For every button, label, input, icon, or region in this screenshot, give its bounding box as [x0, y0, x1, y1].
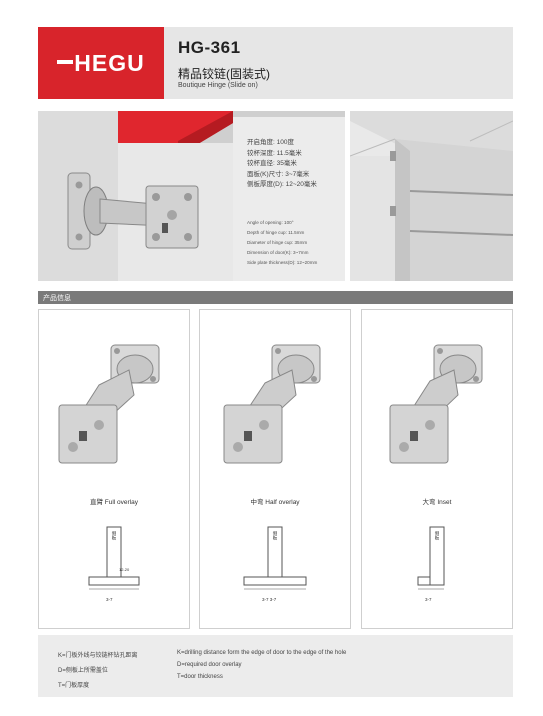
inset-diagram — [417, 526, 445, 590]
legend-k-cn: K=门板外线与铰链杯钻孔距离 — [58, 653, 138, 659]
cabinet-illustration — [350, 111, 513, 281]
product-name-en: Boutique Hinge (Slide on) — [178, 82, 258, 89]
spec-side-en: Side plate thickness(D): 12~20mm — [247, 260, 318, 265]
legend-d-cn: D=侧板上所需盖位 — [58, 668, 108, 674]
diagram-dim-k: 3-7 — [106, 597, 113, 602]
product-name-cn: 精品铰链(固装式) — [178, 67, 270, 81]
section-header-bar — [38, 291, 513, 304]
product-label-full-overlay: 直臂 Full overlay — [89, 499, 139, 506]
diagram-side-label: 侧板 — [273, 531, 278, 540]
half-overlay-hinge-image — [223, 344, 321, 464]
spec-door-cn: 面板(K)尺寸: 3~7毫米 — [247, 170, 310, 178]
logo-wordmark: HEGU — [38, 27, 164, 99]
spec-side-cn: 侧板厚度(D): 12~20毫米 — [247, 181, 317, 188]
inset-hinge-image — [389, 344, 483, 464]
product-panel-full-overlay: 直臂 Full overlay 侧板 12-20 3-7 — [38, 309, 190, 629]
specs-cn-list: 开启角度: 100度 铰杯深度: 11.5毫米 铰杯直径: 35毫米 面板(K)… — [247, 138, 317, 191]
spec-diameter-en: Diameter of hinge cup: 35mm — [247, 240, 308, 245]
section-title: 产品信息 — [43, 295, 71, 302]
product-label-inset: 大弯 Inset — [422, 499, 452, 506]
cabinet-installation-photo — [350, 111, 513, 281]
header-title-panel — [164, 27, 513, 99]
full-overlay-hinge-image — [58, 344, 160, 464]
brand-logo: HEGU — [38, 27, 164, 99]
spec-diameter-cn: 铰杯直径: 35毫米 — [247, 160, 297, 167]
diagram-side-label: 侧板 — [112, 531, 117, 540]
diagram-dim-k: 3-7 3-7 — [262, 597, 277, 602]
diagram-dim-d: 12-20 — [119, 567, 130, 572]
diagram-dim-k: 3-7 — [425, 597, 432, 602]
legend-panel — [38, 635, 513, 697]
legend-t-cn: T=门板厚度 — [58, 683, 90, 689]
half-overlay-diagram — [243, 526, 307, 590]
legend-t-en: T=door thickness — [177, 674, 223, 680]
legend-k-en: K=drilling distance form the edge of doo… — [177, 650, 347, 656]
hinge-photo-illustration — [38, 111, 345, 281]
diagram-side-label: 侧板 — [435, 531, 440, 540]
hinge-product-photo — [38, 111, 345, 281]
product-panel-half-overlay: 中弯 Half overlay 侧板 3-7 3-7 — [199, 309, 351, 629]
spec-door-en: Dimension of door(K): 3~7mm — [247, 250, 309, 255]
full-overlay-diagram — [88, 526, 140, 590]
legend-en-list: K=drilling distance form the edge of doo… — [177, 650, 346, 680]
spec-depth-cn: 铰杯深度: 11.5毫米 — [247, 149, 302, 157]
model-number: HG-361 — [178, 38, 241, 57]
specs-en-list: Angle of opening: 100° Depth of hinge cu… — [247, 218, 317, 268]
product-panel-inset: 大弯 Inset 侧板 3-7 — [361, 309, 513, 629]
spec-angle-en: Angle of opening: 100° — [247, 220, 294, 225]
spec-depth-en: Depth of hinge cup: 11.5mm — [247, 230, 305, 235]
spec-angle-cn: 开启角度: 100度 — [247, 139, 294, 146]
product-label-half-overlay: 中弯 Half overlay — [250, 499, 300, 506]
legend-cn-list: K=门板外线与铰链杯钻孔距离 D=侧板上所需盖位 T=门板厚度 — [58, 650, 138, 689]
legend-d-en: D=required door overlay — [177, 662, 242, 668]
